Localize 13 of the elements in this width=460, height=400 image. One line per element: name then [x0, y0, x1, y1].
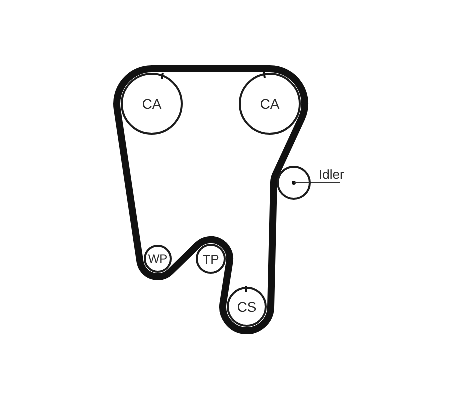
pulley: [227, 287, 267, 327]
pulley-label: CA: [260, 97, 280, 111]
pulley: [196, 244, 226, 274]
callout-label: Idler: [319, 167, 344, 183]
idler-pulley: [277, 166, 311, 200]
leader-line: [310, 182, 341, 184]
pulley-label: CA: [142, 97, 162, 111]
pulley: [144, 245, 172, 273]
pulley-label: CS: [237, 300, 257, 314]
pulley: [121, 73, 183, 135]
pulley-label: TP: [202, 252, 220, 266]
pulley-label: WP: [148, 253, 168, 265]
pulley: [239, 73, 301, 135]
